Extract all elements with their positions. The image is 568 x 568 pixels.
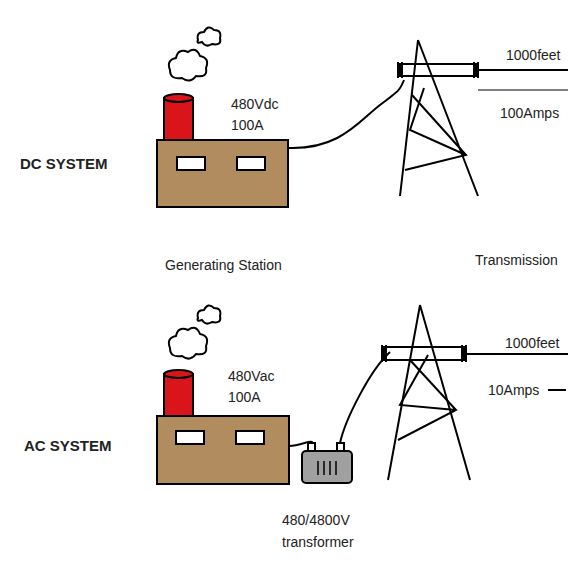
system-heading: DC SYSTEM (20, 156, 108, 171)
ac-plant (157, 305, 568, 484)
current-label: 100A (228, 390, 261, 404)
system-heading: AC SYSTEM (24, 438, 112, 453)
distance-label: 1000feet (506, 48, 561, 62)
voltage-label: 480Vac (228, 369, 274, 383)
transformer-caption: transformer (282, 535, 354, 549)
voltage-label: 480Vdc (231, 97, 278, 111)
station-caption: Generating Station (165, 258, 282, 272)
current-label: 100Amps (500, 106, 559, 120)
dc-plant (157, 27, 568, 207)
current-label: 100A (231, 118, 264, 132)
section-caption: Transmission (475, 253, 558, 267)
current-label: 10Amps (488, 383, 539, 397)
distance-label: 1000feet (505, 336, 560, 350)
transformer-rating: 480/4800V (282, 513, 350, 527)
